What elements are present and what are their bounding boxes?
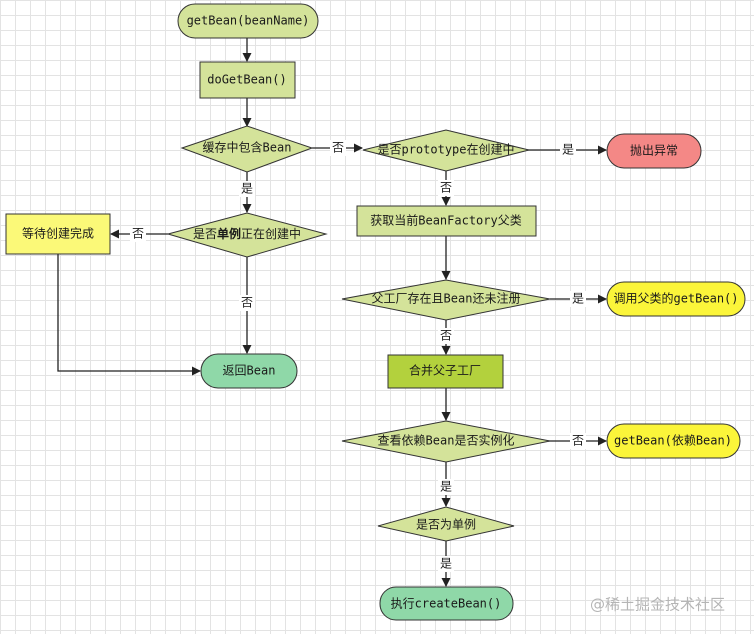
node-call-parent-label: 调用父类的getBean()	[613, 291, 738, 306]
node-getfactory-label: 获取当前BeanFactory父类	[370, 213, 521, 228]
node-parent-exists: 父工厂存在且Bean还未注册	[341, 279, 551, 321]
label-depends-yes: 是	[440, 480, 452, 494]
node-throw-label: 抛出异常	[630, 143, 678, 158]
edge-wait-return	[57, 254, 201, 376]
label-cache-yes: 是	[241, 182, 253, 196]
node-depends: 查看依赖Bean是否实例化	[341, 420, 551, 463]
node-call-parent: 调用父类的getBean()	[606, 281, 746, 317]
node-create: 执行createBean()	[379, 586, 514, 621]
node-wait-label: 等待创建完成	[22, 226, 94, 241]
node-merge-label: 合并父子工厂	[409, 363, 481, 378]
node-create-label: 执行createBean()	[391, 597, 502, 611]
node-cache: 缓存中包含Bean	[180, 125, 314, 173]
label-singleton-no: 否	[132, 227, 144, 241]
node-is-singleton-label: 是否为单例	[416, 518, 476, 532]
label-cache-no: 否	[332, 141, 344, 155]
node-singleton: 是否单例正在创建中	[166, 212, 328, 258]
node-singleton-label-c: 正在创建中	[241, 226, 301, 241]
node-getbean-dep: getBean(依赖Bean)	[606, 423, 741, 459]
node-cache-label: 缓存中包含Bean	[203, 140, 292, 155]
label-parent-yes: 是	[572, 292, 584, 306]
node-getfactory: 获取当前BeanFactory父类	[356, 205, 537, 237]
label-prototype-yes: 是	[562, 143, 574, 157]
node-prototype-label: 是否prototype在创建中	[377, 142, 514, 157]
node-return-label: 返回Bean	[223, 364, 276, 378]
node-depends-label: 查看依赖Bean是否实例化	[378, 433, 515, 448]
node-parent-exists-label: 父工厂存在且Bean还未注册	[372, 291, 521, 306]
node-return: 返回Bean	[200, 353, 298, 389]
node-merge: 合并父子工厂	[387, 354, 504, 389]
edge-labels: 否 是 是 否 否 否 是 否 否 是 是	[130, 140, 586, 572]
node-singleton-label-a: 是否	[193, 227, 217, 241]
node-wait: 等待创建完成	[5, 213, 111, 255]
edges	[57, 38, 607, 587]
svg-text:是否单例正在创建中: 是否单例正在创建中	[193, 226, 301, 241]
label-parent-no: 否	[440, 329, 452, 343]
label-issingleton-yes: 是	[440, 557, 452, 571]
node-singleton-label-b: 单例	[217, 226, 241, 241]
node-dogetbean: doGetBean()	[199, 61, 296, 99]
node-prototype: 是否prototype在创建中	[362, 129, 530, 172]
node-getbean-dep-label: getBean(依赖Bean)	[614, 433, 732, 448]
label-prototype-no: 否	[440, 181, 452, 195]
node-dogetbean-label: doGetBean()	[207, 73, 286, 87]
node-getbean-label: getBean(beanName)	[187, 14, 310, 28]
node-getbean: getBean(beanName)	[177, 3, 319, 39]
label-depends-no: 否	[572, 434, 584, 448]
node-throw: 抛出异常	[606, 133, 702, 169]
watermark: @稀土掘金技术社区	[590, 596, 725, 614]
label-singleton-yes: 否	[241, 296, 253, 310]
node-is-singleton: 是否为单例	[377, 506, 515, 542]
